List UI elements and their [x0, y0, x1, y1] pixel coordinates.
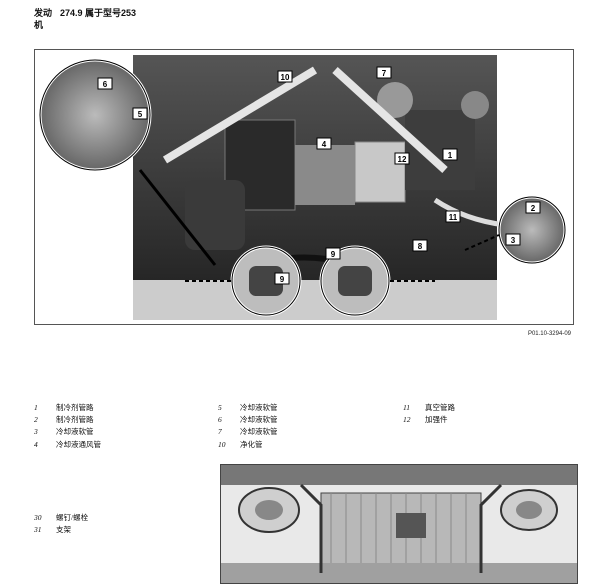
legend-num: 1	[34, 403, 38, 412]
legend-label: 螺钉/螺栓	[56, 513, 89, 522]
legend-row: 4 冷却液通风管	[34, 439, 194, 451]
callout-11: 10	[281, 73, 290, 82]
callout-6: 6	[103, 80, 108, 89]
legend-col-3: 11 真空管路 12 加强件	[403, 402, 563, 426]
header-model: 274.9 属于型号253	[60, 8, 137, 18]
legend-label: 制冷剂管路	[56, 415, 94, 425]
front-end-illustration	[221, 465, 577, 583]
header-title-cont: 机	[34, 20, 44, 30]
legend-num: 10	[218, 439, 226, 449]
legend-row: 5 冷却液软管	[218, 402, 378, 414]
callout-12: 11	[449, 213, 458, 222]
legend-label: 支架	[56, 525, 71, 535]
legend-num: 5	[218, 403, 222, 412]
callout-10: 12	[398, 155, 407, 164]
legend-num: 12	[403, 415, 411, 425]
legend-row: 31 支架	[34, 524, 194, 536]
legend-num: 3	[34, 427, 38, 437]
legend-num: 7	[218, 427, 222, 437]
legend-label: 加强件	[425, 415, 448, 425]
front-end-photo	[220, 464, 578, 584]
legend-row: 10 净化管	[218, 439, 378, 451]
callout-9b: 9	[331, 250, 336, 259]
engine-figure: 6 5 10 7 4 12 1 11 8 2 3 9 9	[34, 49, 574, 325]
callout-7: 7	[382, 69, 387, 78]
legend-col-4: 30 螺钉/螺栓 31 支架	[34, 512, 194, 536]
legend-num: 6	[218, 415, 222, 425]
legend-row: 3 冷却液软管	[34, 426, 194, 438]
legend-num: 11	[403, 403, 410, 412]
legend-row: 12 加强件	[403, 414, 563, 426]
callout-2: 2	[531, 204, 536, 213]
figure-code: P01.10-3294-09	[527, 331, 571, 337]
legend-col-1: 1 制冷剂管路 2 制冷剂管路 3 冷却液软管 4 冷却液通风管	[34, 402, 194, 451]
callout-4: 4	[322, 140, 327, 149]
legend-num: 30	[34, 513, 42, 522]
legend-num: 31	[34, 525, 42, 535]
legend-num: 2	[34, 415, 38, 425]
engine-bay-photo: 6 5 10 7 4 12 1 11 8 2 3 9 9	[38, 55, 567, 320]
callout-9a: 9	[280, 275, 285, 284]
legend-label: 冷却液软管	[240, 415, 278, 425]
legend-label: 净化管	[240, 439, 263, 449]
callout-1: 1	[448, 151, 453, 160]
legend-label: 冷却液通风管	[56, 439, 101, 449]
callout-8: 8	[418, 242, 423, 251]
legend-label: 冷却液软管	[240, 403, 278, 412]
header-title: 发动	[34, 8, 53, 18]
callout-5: 5	[138, 110, 143, 119]
legend-row: 11 真空管路	[403, 402, 563, 414]
legend-row: 6 冷却液软管	[218, 414, 378, 426]
legend-row: 2 制冷剂管路	[34, 414, 194, 426]
legend-row: 7 冷却液软管	[218, 426, 378, 438]
legend-num: 4	[34, 439, 38, 449]
legend-label: 冷却液软管	[240, 427, 278, 437]
callout-3: 3	[511, 236, 516, 245]
legend-col-2: 5 冷却液软管 6 冷却液软管 7 冷却液软管 10 净化管	[218, 402, 378, 451]
legend-label: 制冷剂管路	[56, 403, 94, 412]
legend-row: 1 制冷剂管路	[34, 402, 194, 414]
legend-label: 冷却液软管	[56, 427, 94, 437]
legend-row: 30 螺钉/螺栓	[34, 512, 194, 524]
legend-label: 真空管路	[425, 403, 455, 412]
page-header: 发动 274.9 属于型号253 机	[34, 7, 137, 30]
